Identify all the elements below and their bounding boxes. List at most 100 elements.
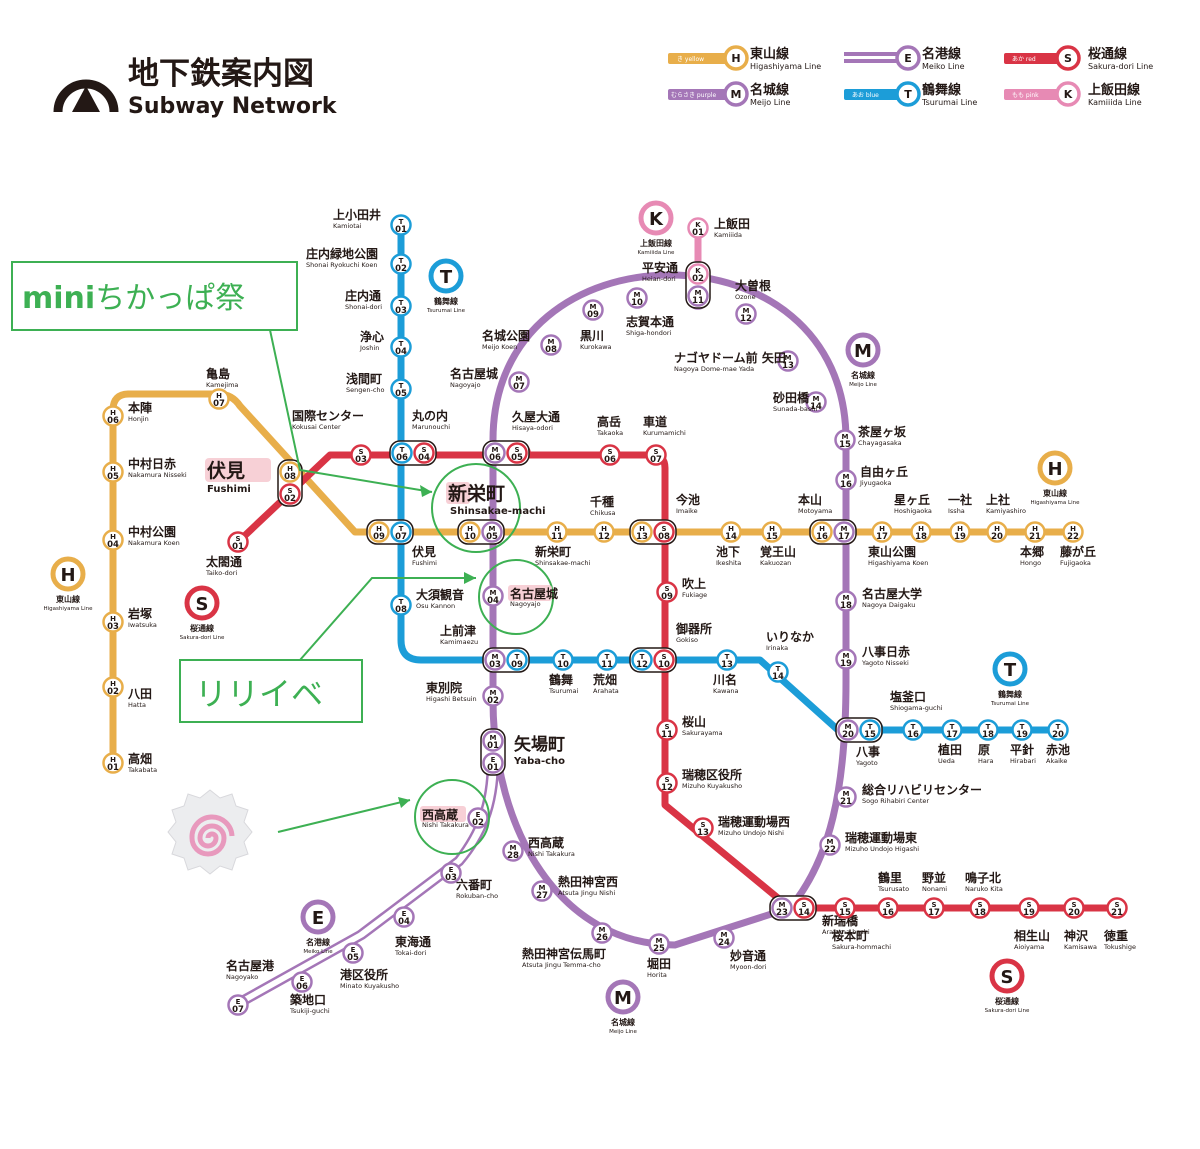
station-name-nagoya-big: 伏見 bbox=[207, 459, 245, 482]
svg-text:丸の内: 丸の内 bbox=[411, 408, 448, 423]
svg-text:12: 12 bbox=[636, 660, 648, 670]
station-marker-s18: S18 bbox=[969, 897, 991, 919]
station-marker-s08: S08 bbox=[653, 521, 675, 543]
svg-text:東別院: 東別院 bbox=[426, 680, 462, 695]
svg-text:Atsuta Jingu Temma-cho: Atsuta Jingu Temma-cho bbox=[522, 961, 601, 969]
svg-text:Shonai-dori: Shonai-dori bbox=[345, 303, 382, 311]
svg-text:Nishi Takakura: Nishi Takakura bbox=[528, 850, 575, 858]
svg-text:S: S bbox=[287, 487, 292, 495]
station-marker-h09: H09 bbox=[368, 521, 390, 543]
svg-text:Myoon-dori: Myoon-dori bbox=[730, 963, 767, 971]
svg-text:05: 05 bbox=[347, 953, 359, 963]
station-marker-e05: E05 bbox=[342, 942, 364, 964]
svg-text:M: M bbox=[842, 433, 849, 441]
svg-text:西高蔵: 西高蔵 bbox=[528, 835, 564, 850]
svg-text:Shiga-hondori: Shiga-hondori bbox=[626, 329, 671, 337]
svg-text:H: H bbox=[728, 525, 734, 533]
svg-text:T: T bbox=[399, 299, 404, 307]
svg-text:S: S bbox=[1064, 52, 1072, 65]
svg-text:Meijo Line: Meijo Line bbox=[849, 382, 877, 388]
svg-text:20: 20 bbox=[991, 532, 1003, 542]
svg-text:H: H bbox=[287, 465, 293, 473]
svg-text:Kamiotai: Kamiotai bbox=[333, 222, 362, 230]
svg-text:20: 20 bbox=[1068, 908, 1080, 918]
svg-text:H: H bbox=[216, 392, 222, 400]
svg-text:本郷: 本郷 bbox=[1020, 544, 1044, 559]
svg-text:Honjin: Honjin bbox=[128, 415, 149, 423]
svg-text:Chayagasaka: Chayagasaka bbox=[858, 439, 902, 447]
svg-text:06: 06 bbox=[396, 453, 408, 463]
station-marker-h16: H16 bbox=[811, 521, 833, 543]
svg-text:02: 02 bbox=[487, 696, 499, 706]
svg-text:いりなか: いりなか bbox=[766, 630, 814, 644]
svg-text:H: H bbox=[110, 680, 116, 688]
svg-text:Joshin: Joshin bbox=[359, 344, 379, 352]
station-marker-m02: M02 bbox=[482, 685, 504, 707]
svg-text:01: 01 bbox=[487, 741, 499, 751]
station-marker-h21: H21 bbox=[1024, 521, 1046, 543]
svg-text:Mizuho Kuyakusho: Mizuho Kuyakusho bbox=[682, 782, 742, 790]
svg-text:上飯田: 上飯田 bbox=[714, 216, 750, 231]
station-marker-s19: S19 bbox=[1018, 897, 1040, 919]
svg-text:八事日赤: 八事日赤 bbox=[861, 644, 910, 659]
station-marker-h06: H06 bbox=[102, 405, 124, 427]
svg-text:08: 08 bbox=[545, 345, 557, 355]
station-name-kanayama-big: 矢場町 bbox=[514, 734, 565, 755]
svg-text:志賀本通: 志賀本通 bbox=[626, 314, 674, 329]
svg-text:M: M bbox=[590, 303, 597, 311]
station-name-sakae-big: 新栄町 bbox=[448, 482, 505, 505]
svg-text:18: 18 bbox=[915, 532, 927, 542]
svg-text:赤池: 赤池 bbox=[1046, 742, 1070, 757]
svg-text:Meiko Line: Meiko Line bbox=[303, 949, 333, 955]
svg-text:27: 27 bbox=[536, 891, 548, 901]
svg-text:07: 07 bbox=[395, 532, 407, 542]
svg-text:M: M bbox=[492, 653, 499, 661]
svg-text:18: 18 bbox=[982, 730, 994, 740]
legend-item-meiko: E 名港線 Meiko Line bbox=[844, 45, 965, 71]
svg-text:T: T bbox=[605, 653, 610, 661]
station-marker-m12: M12 bbox=[735, 303, 757, 325]
svg-text:名城公園: 名城公園 bbox=[482, 328, 530, 343]
svg-text:太閤通: 太閤通 bbox=[206, 554, 242, 569]
svg-text:16: 16 bbox=[882, 908, 894, 918]
svg-text:T: T bbox=[640, 653, 645, 661]
svg-text:平針: 平針 bbox=[1010, 742, 1034, 757]
svg-text:Imaike: Imaike bbox=[676, 507, 698, 515]
svg-text:H: H bbox=[1032, 525, 1038, 533]
svg-text:19: 19 bbox=[1023, 908, 1035, 918]
station-marker-t06: T06 bbox=[391, 442, 413, 464]
svg-text:16: 16 bbox=[907, 730, 919, 740]
svg-text:野並: 野並 bbox=[922, 870, 946, 885]
svg-text:国際センター: 国際センター bbox=[292, 408, 364, 423]
station-marker-m21: M21 bbox=[835, 786, 857, 808]
svg-text:Osu Kannon: Osu Kannon bbox=[416, 602, 455, 610]
svg-text:Takaoka: Takaoka bbox=[596, 429, 623, 437]
svg-text:01: 01 bbox=[395, 225, 407, 235]
svg-text:T: T bbox=[904, 88, 912, 101]
svg-text:T: T bbox=[399, 598, 404, 606]
svg-text:13: 13 bbox=[721, 660, 733, 670]
svg-text:E: E bbox=[236, 998, 241, 1006]
